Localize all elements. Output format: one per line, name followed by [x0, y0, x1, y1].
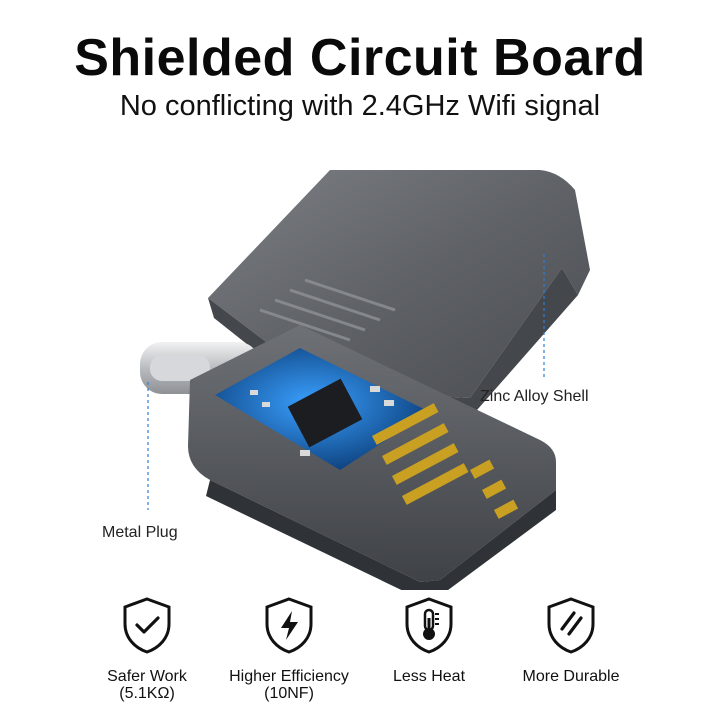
- feature-higher-efficiency: Higher Efficiency (10NF): [214, 596, 364, 702]
- page-title: Shielded Circuit Board: [74, 29, 646, 87]
- feature-sub: (5.1KΩ): [119, 685, 175, 702]
- feature-label: Less Heat: [392, 668, 466, 685]
- plug-callout-label: Metal Plug: [102, 524, 178, 541]
- shell-callout-label: Zinc Alloy Shell: [480, 388, 589, 405]
- feature-less-heat: Less Heat: [354, 596, 504, 685]
- feature-label: More Durable: [522, 668, 620, 685]
- feature-label: Higher Efficiency: [229, 668, 349, 685]
- shield-thermometer-icon: [405, 597, 453, 654]
- page-subtitle: No conflicting with 2.4GHz Wifi signal: [119, 90, 601, 122]
- feature-more-durable: More Durable: [496, 596, 646, 685]
- shield-check-icon: [123, 597, 171, 654]
- feature-row: Safer Work (5.1KΩ) Higher Efficiency (10…: [0, 596, 720, 720]
- feature-label: Safer Work: [107, 668, 187, 685]
- shield-bolt-icon: [265, 597, 313, 654]
- shield-slash-icon: [547, 597, 595, 654]
- feature-safer-work: Safer Work (5.1KΩ): [72, 596, 222, 702]
- usb-adapter-illustration: [140, 170, 590, 590]
- feature-sub: (10NF): [264, 685, 314, 702]
- usb-a-contacts: [372, 403, 519, 519]
